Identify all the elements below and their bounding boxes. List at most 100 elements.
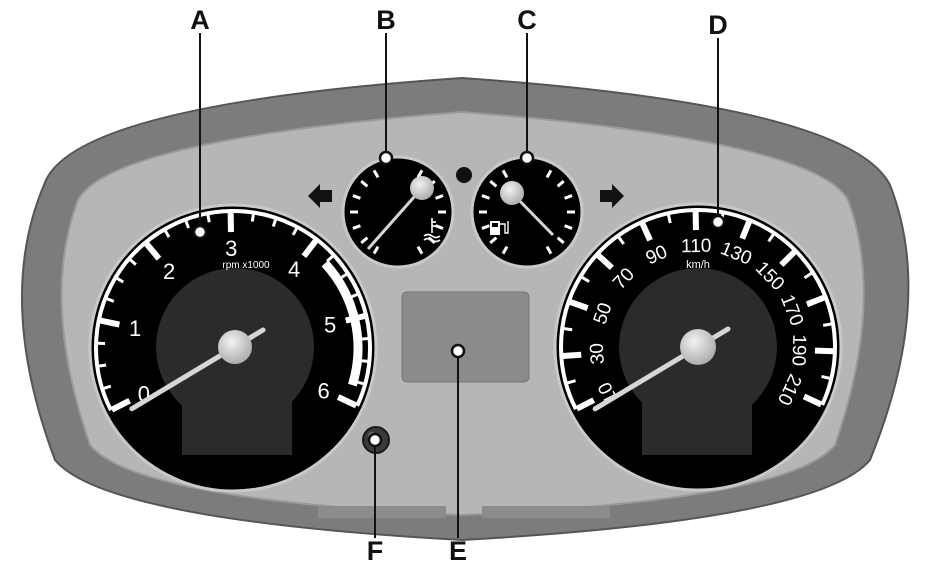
tachometer-tick <box>99 317 121 328</box>
speedometer-number: 110 <box>681 236 712 258</box>
tachometer-tick <box>102 384 112 390</box>
speedometer-needle-hub <box>680 329 716 365</box>
callout-label-a: A <box>190 5 210 35</box>
small-gauge-tick <box>416 169 424 179</box>
small-gauge-tick <box>360 236 369 245</box>
speedometer-tick <box>803 271 813 280</box>
fuel-pump-icon <box>490 221 509 235</box>
callout-label-c: C <box>517 5 537 35</box>
tachometer-number: 5 <box>324 312 336 337</box>
tachometer-needle-hub <box>218 330 252 364</box>
small-gauge-tick <box>545 245 553 255</box>
tachometer-unit-label: rpm x1000 <box>222 260 270 271</box>
housing-tab-left <box>318 506 446 518</box>
speedometer-tick <box>821 374 831 380</box>
small-gauge-tick <box>501 245 509 255</box>
tachometer-number: 1 <box>129 316 141 341</box>
temperature-gauge-hub <box>410 176 434 200</box>
speedometer-number: 30 <box>587 342 609 364</box>
speedometer-tick <box>802 393 823 408</box>
small-gauge-tick <box>481 224 490 230</box>
small-gauge-tick <box>435 224 444 230</box>
center-display <box>401 291 530 383</box>
coolant-temperature-icon <box>423 218 441 243</box>
callout-label-b: B <box>376 5 396 35</box>
callout-dot-d <box>710 214 726 230</box>
speedometer-tick <box>666 213 672 224</box>
tachometer-number: 2 <box>163 259 175 284</box>
speedometer-tick <box>595 252 614 271</box>
tachometer-lower-panel <box>182 395 292 455</box>
temperature-gauge-face <box>341 155 455 269</box>
speedometer-outer-ring <box>559 208 837 411</box>
fuel-gauge-face <box>470 155 584 269</box>
speedometer-tick <box>575 397 596 412</box>
tachometer-number: 3 <box>225 236 237 261</box>
small-gauge-tick <box>564 194 573 200</box>
tachometer-tick <box>301 238 319 259</box>
small-gauge-tick <box>489 179 498 188</box>
tachometer-tick <box>291 227 299 236</box>
speedometer-unit-label: km/h <box>686 259 710 271</box>
small-gauge-tick <box>352 224 361 230</box>
tachometer-redline <box>321 260 363 387</box>
tachometer-tick <box>184 219 190 229</box>
tachometer-tick <box>336 394 358 409</box>
small-gauge-tick <box>372 245 380 255</box>
right-turn-arrow-icon <box>600 184 624 208</box>
callout-dot-c <box>519 150 535 166</box>
tachometer-tick <box>143 241 162 261</box>
tachometer-tick <box>271 218 278 227</box>
speedometer-tick <box>822 322 833 327</box>
speedometer-number: 190 <box>787 334 809 366</box>
tachometer-number: 6 <box>318 378 330 403</box>
small-gauge-tick <box>435 194 444 200</box>
small-gauge-tick <box>489 236 498 245</box>
small-gauge-tick <box>481 194 490 200</box>
small-gauge-tick <box>556 236 565 245</box>
small-gauge-tick <box>556 179 565 188</box>
tachometer-tick <box>250 213 255 222</box>
tachometer-tick <box>206 214 211 223</box>
left-turn-arrow-icon <box>308 184 332 208</box>
callout-label-e: E <box>449 536 467 564</box>
callout-label-d: D <box>708 10 728 40</box>
small-gauge-tick <box>564 224 573 230</box>
speedometer-tick <box>767 233 775 243</box>
tachometer-tick <box>128 258 137 266</box>
callout-dot-a <box>192 224 208 240</box>
callout-dot-b <box>378 150 394 166</box>
tachometer-tick <box>105 297 115 303</box>
speedometer-tick <box>814 347 835 355</box>
speedometer-lower-panel <box>642 395 752 455</box>
speedometer-tick <box>805 294 826 308</box>
callout-dot-e <box>450 343 466 359</box>
tachometer-tick <box>98 363 107 368</box>
small-gauge-tick <box>360 179 369 188</box>
tachometer-tick <box>326 254 335 263</box>
speedometer-tick <box>562 351 582 360</box>
housing-tab-right <box>482 506 610 518</box>
temperature-gauge <box>341 155 455 269</box>
small-gauge-tick <box>372 169 380 179</box>
tachometer-tick <box>110 397 132 413</box>
speedometer-tick <box>617 235 625 245</box>
small-gauge-tick <box>545 169 553 179</box>
small-gauge-tick <box>416 245 424 255</box>
speedometer-tick <box>566 379 576 385</box>
tachometer-tick <box>115 276 125 284</box>
speedometer-tick <box>580 275 590 283</box>
fuel-gauge <box>470 155 584 269</box>
tachometer-tick <box>163 229 171 238</box>
speedometer-tick <box>639 221 653 242</box>
temperature-gauge-needle <box>366 187 424 250</box>
callout-label-f: F <box>367 536 384 564</box>
speedometer-tick <box>739 219 753 240</box>
tachometer-outer-ring <box>94 209 372 412</box>
speedometer-tick <box>568 298 589 311</box>
callout-dot-f <box>367 432 383 448</box>
fuel-gauge-hub <box>500 181 524 205</box>
